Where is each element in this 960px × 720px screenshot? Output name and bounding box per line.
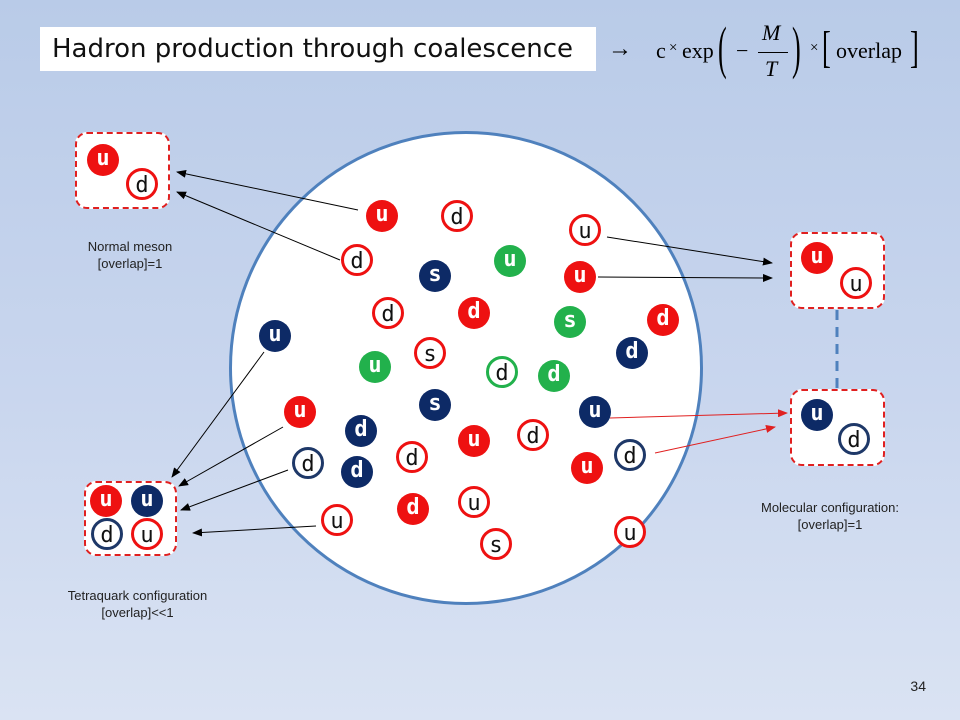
arrow-u-to-molecular-1 [606,236,773,266]
quark-u-red-ring: u [569,214,601,246]
normal-meson-caption: Normal meson [overlap]=1 [60,238,200,272]
molecular-bottom-u: u [801,399,833,431]
formula-times-1: × [669,40,678,56]
quark-u-green: u [494,245,526,277]
arrow-navy-u-to-tetra [171,351,265,478]
normal-meson-d: d [126,168,158,200]
quark-d-navy: d [345,415,377,447]
tetraquark-d-navy-ring: d [91,518,123,550]
quark-d-navy: d [341,456,373,488]
formula-paren-right: ) [792,15,801,80]
formula-minus: − [736,38,749,63]
quark-d-navy-ring: d [292,447,324,479]
tetraquark-caption-line1: Tetraquark configuration [67,588,208,603]
coalescence-formula: → c × exp ( − M T ) × [ overlap ] [604,15,934,88]
arrow-d-to-normal [176,191,341,261]
quark-d-red: d [397,493,429,525]
slide-title: Hadron production through coalescence [40,27,596,71]
formula-overlap: overlap [836,38,902,63]
quark-u-red: u [284,396,316,428]
formula-denominator: T [765,56,778,81]
tetraquark-u-navy: u [131,485,163,517]
page-number: 34 [910,678,926,694]
quark-u-red: u [571,452,603,484]
quark-d-green-ring: d [486,356,518,388]
quark-d-red-ring: d [341,244,373,276]
quark-u-navy: u [259,320,291,352]
tetraquark-u-red: u [90,485,122,517]
normal-meson-caption-line1: Normal meson [87,239,173,254]
normal-meson-caption-line2: [overlap]=1 [97,256,163,271]
arrow-d-to-molecular-bottom [654,424,776,454]
molecular-bottom-d-ring: d [838,423,870,455]
quark-s-red-ring: s [414,337,446,369]
formula-exp: exp [682,38,714,63]
quark-s-navy: s [419,389,451,421]
quark-u-green: u [359,351,391,383]
quark-d-red-ring: d [517,419,549,451]
quark-s-navy: s [419,260,451,292]
quark-d-navy-ring: d [614,439,646,471]
formula-paren-left: ( [718,15,727,80]
molecular-top-u: u [801,242,833,274]
quark-u-red: u [366,200,398,232]
formula-bracket-right: ] [910,23,919,72]
quark-u-red: u [458,425,490,457]
arrow-u-to-normal [176,169,359,211]
formula-times-2: × [810,40,819,56]
tetraquark-caption-line2: [overlap]<<1 [101,605,174,620]
formula-coefficient: c [656,38,666,63]
tetraquark-caption: Tetraquark configuration [overlap]<<1 [35,587,240,621]
quark-d-red-ring: d [372,297,404,329]
normal-meson-u: u [87,144,119,176]
arrow-d-to-tetra [180,469,289,511]
quark-d-navy: d [616,337,648,369]
quark-s-green: s [554,306,586,338]
molecular-top-u-ring: u [840,267,872,299]
tetraquark-u-red-ring: u [131,518,163,550]
quark-d-red: d [458,297,490,329]
quark-s-red-ring: s [480,528,512,560]
molecular-caption: Molecular configuration: [overlap]=1 [730,499,930,533]
formula-numerator: M [762,20,781,45]
quark-u-navy: u [579,396,611,428]
molecular-caption-line1: Molecular configuration: [760,500,900,515]
formula-fraction-bar [758,52,788,54]
arrow-u-to-molecular-2 [597,273,773,282]
arrow-u-to-tetra [178,426,284,487]
quark-u-red-ring: u [458,486,490,518]
quark-u-red-ring: u [614,516,646,548]
quark-d-red-ring: d [441,200,473,232]
quark-d-red: d [647,304,679,336]
quark-d-green: d [538,360,570,392]
arrow-u-to-molecular-bottom [609,409,788,419]
formula-arrow: → [608,36,632,62]
molecular-caption-line2: [overlap]=1 [797,517,863,532]
quark-d-red-ring: d [396,441,428,473]
quark-u-red-ring: u [321,504,353,536]
arrow-u-bottom-to-tetra [192,525,317,537]
formula-bracket-left: [ [822,23,831,72]
molecular-box-top [790,232,885,309]
quark-u-red: u [564,261,596,293]
